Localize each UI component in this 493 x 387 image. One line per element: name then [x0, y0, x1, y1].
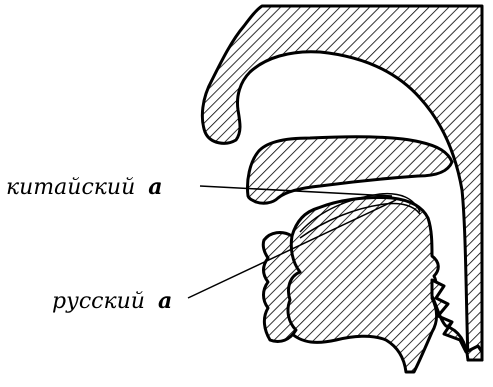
tongue: [272, 197, 438, 372]
label-chinese-letter: а: [148, 174, 162, 200]
label-russian-word: русский: [52, 289, 145, 314]
label-russian: русский а: [52, 288, 172, 314]
label-chinese-word: китайский: [6, 175, 135, 200]
label-chinese: китайский а: [6, 174, 163, 200]
label-russian-letter: а: [158, 288, 172, 314]
